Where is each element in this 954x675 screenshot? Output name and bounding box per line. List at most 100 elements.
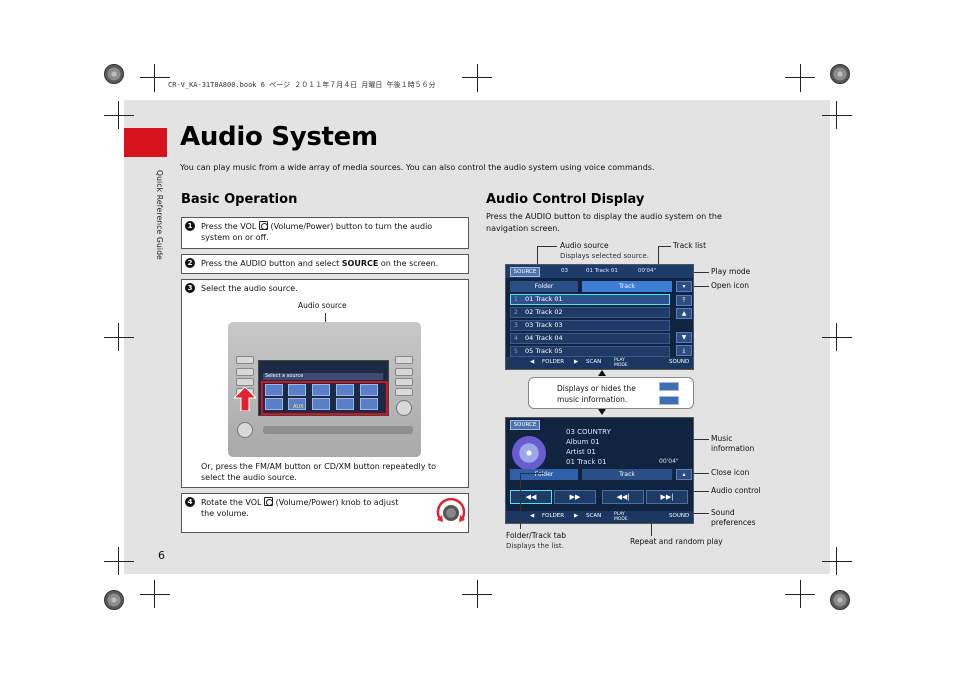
- leader-line: [694, 286, 709, 287]
- sound-button[interactable]: SOUND: [669, 359, 690, 365]
- source-cell-disc[interactable]: [360, 384, 378, 396]
- crop-line: [477, 580, 478, 608]
- folder-track-tab-label: Folder/Track tab Displays the list.: [506, 531, 566, 551]
- step-1: 1 Press the VOL (Volume/Power) button to…: [181, 217, 469, 249]
- unit-button-setup[interactable]: [395, 378, 413, 386]
- source-cell-bluetooth[interactable]: [336, 398, 354, 410]
- step-text-b: (Volume/Power) knob to adjust: [275, 498, 399, 507]
- album-name: Album 01: [566, 438, 600, 446]
- info-toggle-text: Displays or hides the music information.: [557, 383, 636, 405]
- close-icon[interactable]: [659, 396, 679, 405]
- vol-knob[interactable]: [237, 422, 253, 438]
- step-text-b: (Volume/Power) button to turn the audio: [270, 222, 433, 231]
- folder-prev-button[interactable]: ◀: [530, 513, 535, 519]
- step-text: Rotate the VOL (Volume/Power) knob to ad…: [201, 497, 398, 519]
- step-text-c: the volume.: [201, 509, 249, 518]
- fast-forward-button[interactable]: ▶▶: [554, 490, 596, 504]
- head-unit: Select a source AUX: [228, 322, 421, 457]
- next-track-button[interactable]: ▶▶|: [646, 490, 688, 504]
- folder-prev-button[interactable]: ◀: [530, 359, 535, 365]
- side-label: Quick Reference Guide: [155, 170, 164, 260]
- unit-button[interactable]: [236, 356, 254, 364]
- tab-track[interactable]: Track: [582, 281, 672, 292]
- scan-button[interactable]: SCAN: [586, 359, 602, 365]
- previous-track-button[interactable]: ◀◀|: [602, 490, 644, 504]
- music-info-b: information: [711, 444, 755, 453]
- elapsed-time: 00'04": [659, 458, 679, 465]
- info-toggle-text-a: Displays or hides the: [557, 384, 636, 393]
- step-note-b: select the audio source.: [201, 473, 297, 482]
- info-toggle-text-b: music information.: [557, 395, 628, 404]
- leader-line: [537, 246, 557, 247]
- screen-top-bar: [506, 265, 693, 278]
- step-text: Select the audio source.: [201, 284, 298, 293]
- source-cell-xm1[interactable]: [312, 384, 330, 396]
- disc-icon: [512, 436, 546, 470]
- power-icon: [264, 497, 274, 506]
- source-button[interactable]: SOURCE: [510, 267, 540, 277]
- info-toggle-callout: Displays or hides the music information.: [528, 377, 694, 409]
- crop-line: [140, 594, 170, 595]
- crop-line: [836, 101, 837, 129]
- folder-next-button[interactable]: ▶: [574, 513, 579, 519]
- track-index: 5: [514, 348, 518, 355]
- arrow-up-icon: [598, 370, 606, 376]
- step-number: 2: [185, 258, 195, 268]
- audio-control-display-heading: Audio Control Display: [486, 192, 645, 207]
- sound-pref-a: Sound: [711, 508, 735, 517]
- select-source-bar: Select a source: [263, 373, 383, 380]
- unit-button-fm-am[interactable]: [236, 368, 254, 376]
- play-mode-button[interactable]: PLAY MODE: [614, 512, 628, 522]
- unit-button-navi[interactable]: [395, 388, 413, 396]
- tab-folder[interactable]: Folder: [510, 469, 578, 480]
- acd-description: Press the AUDIO button to display the au…: [486, 211, 722, 235]
- scroll-down-button[interactable]: ▼: [676, 332, 692, 343]
- step-number: 4: [185, 497, 195, 507]
- intro-text: You can play music from a wide array of …: [180, 163, 655, 172]
- scroll-top-button[interactable]: ⤒: [676, 295, 692, 306]
- scan-button[interactable]: SCAN: [586, 513, 602, 519]
- unit-button-cd-xm[interactable]: [236, 378, 254, 386]
- source-button[interactable]: SOURCE: [510, 420, 540, 430]
- track-index: 3: [514, 322, 518, 329]
- sound-preferences-label: Sound preferences: [711, 508, 755, 528]
- close-button[interactable]: ▴: [676, 469, 692, 480]
- tab-track[interactable]: Track: [582, 469, 672, 480]
- source-cell-usb[interactable]: [265, 398, 283, 410]
- unit-button-phone[interactable]: [395, 356, 413, 364]
- source-cell-pandora[interactable]: [360, 398, 378, 410]
- selector-knob[interactable]: [396, 400, 412, 416]
- source-cell-fm2[interactable]: [288, 384, 306, 396]
- crop-line: [140, 77, 170, 78]
- step-text-a: Rotate the VOL: [201, 498, 262, 507]
- play-mode-button[interactable]: PLAY MODE: [614, 358, 628, 368]
- folder-next-button[interactable]: ▶: [574, 359, 579, 365]
- track-list-label: Track list: [673, 241, 707, 250]
- acd-description-b: navigation screen.: [486, 224, 560, 233]
- audio-source-label: Audio source Displays selected source.: [560, 241, 649, 261]
- unit-button-info[interactable]: [395, 368, 413, 376]
- folder-label: FOLDER: [542, 359, 565, 365]
- scroll-bottom-button[interactable]: ⤓: [676, 345, 692, 356]
- source-cell-xm2[interactable]: [336, 384, 354, 396]
- open-button[interactable]: ▾: [676, 281, 692, 292]
- crop-line: [118, 547, 119, 575]
- leader-line: [694, 272, 709, 273]
- source-cell-aux[interactable]: [288, 398, 306, 410]
- rewind-button[interactable]: ◀◀: [510, 490, 552, 504]
- power-icon: [258, 221, 268, 230]
- tab-folder[interactable]: Folder: [510, 281, 578, 292]
- open-icon[interactable]: [659, 382, 679, 391]
- source-cell-fm1[interactable]: [265, 384, 283, 396]
- scroll-up-button[interactable]: ▲: [676, 308, 692, 319]
- source-cell-ipod[interactable]: [312, 398, 330, 410]
- registration-disk-icon: [830, 64, 850, 84]
- volume-knob-icon: [436, 497, 466, 522]
- sound-button[interactable]: SOUND: [669, 513, 690, 519]
- folder-track-tab-text: Folder/Track tab: [506, 531, 567, 540]
